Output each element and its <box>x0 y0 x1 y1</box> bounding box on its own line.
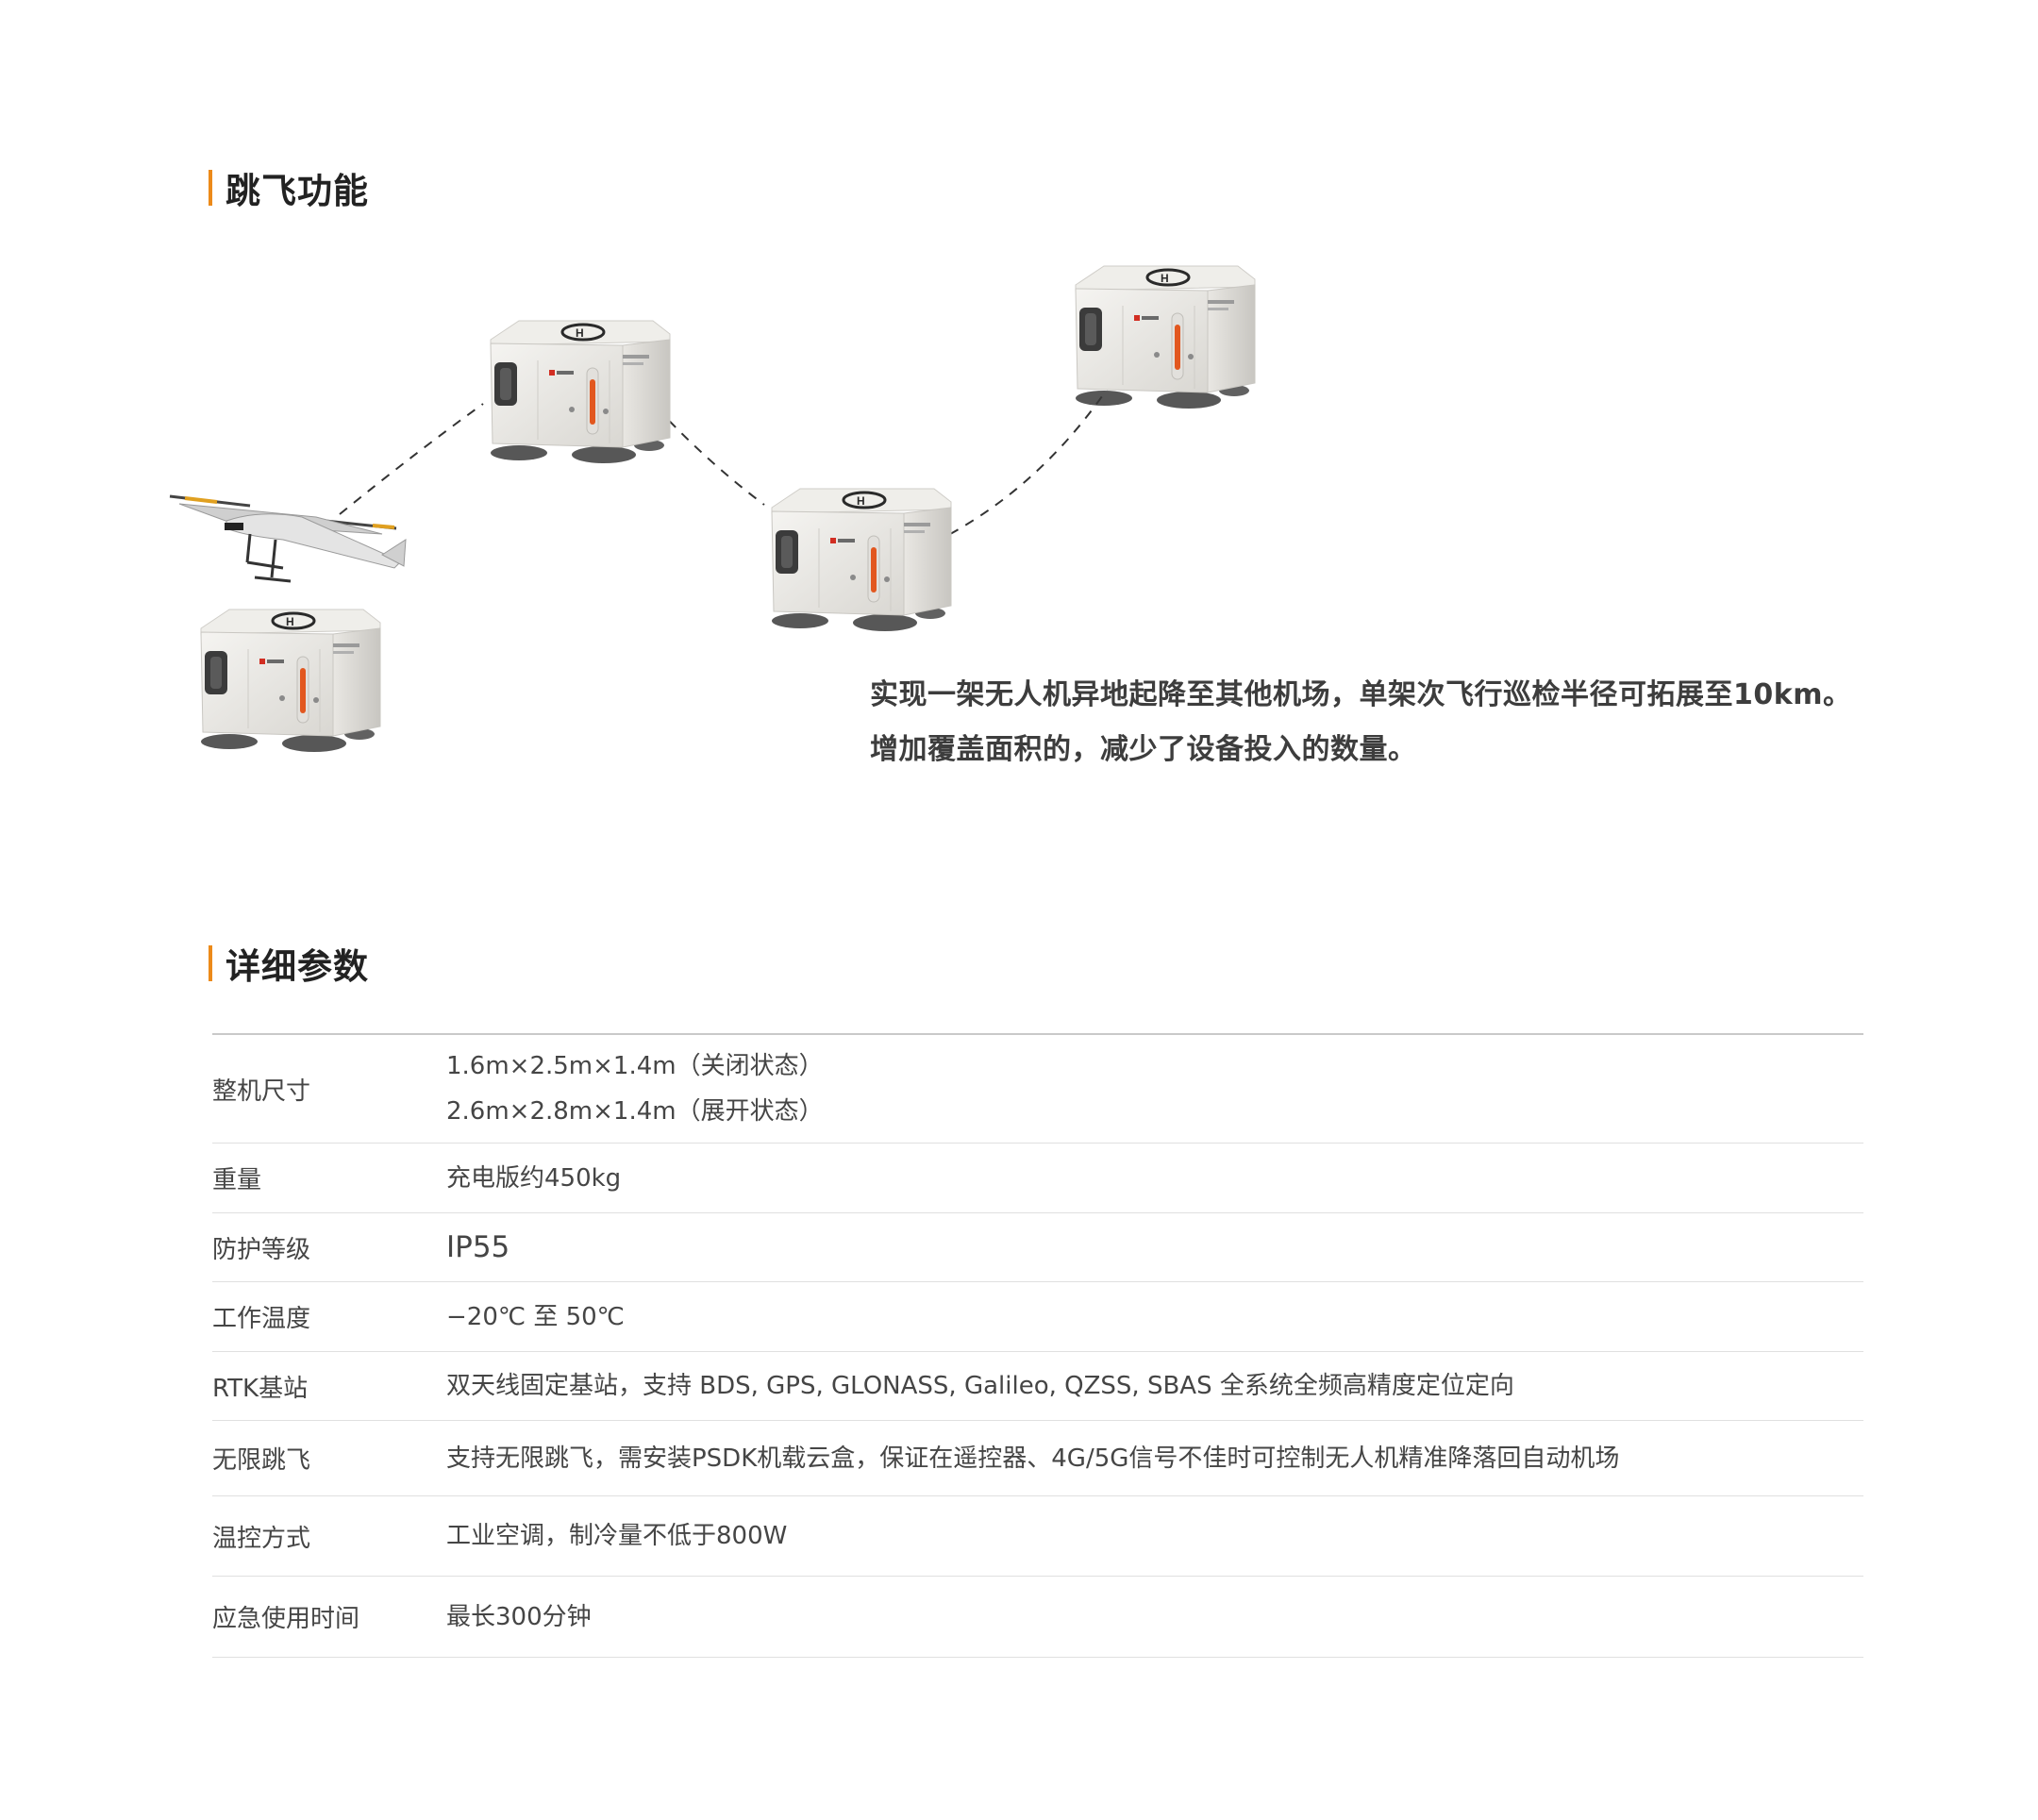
jump-description: 实现一架无人机异地起降至其他机场，单架次飞行巡检半径可拓展至10km。 增加覆盖… <box>870 668 1851 777</box>
drone-image <box>169 494 407 583</box>
spec-label: RTK基站 <box>212 1374 309 1403</box>
spec-value: 1.6m×2.5m×1.4m（关闭状态） 2.6m×2.8m×1.4m（展开状态… <box>446 1044 824 1134</box>
table-row: 工作温度 −20℃ 至 50℃ <box>212 1282 1863 1352</box>
spec-label: 重量 <box>212 1166 262 1194</box>
spec-value: 支持无限跳飞，需安装PSDK机载云盒，保证在遥控器、4G/5G信号不佳时可控制无… <box>446 1444 1620 1473</box>
spec-label: 温控方式 <box>212 1524 311 1553</box>
spec-label: 工作温度 <box>212 1305 311 1333</box>
table-row: 整机尺寸 1.6m×2.5m×1.4m（关闭状态） 2.6m×2.8m×1.4m… <box>212 1035 1863 1144</box>
table-row: RTK基站 双天线固定基站，支持 BDS, GPS, GLONASS, Gali… <box>212 1352 1863 1421</box>
table-row: 应急使用时间 最长300分钟 <box>212 1577 1863 1658</box>
table-row: 重量 充电版约450kg <box>212 1144 1863 1213</box>
title-accent-bar <box>209 170 212 206</box>
section-title-jump: 跳飞功能 <box>209 164 369 211</box>
spec-label: 整机尺寸 <box>212 1077 311 1106</box>
description-line-2: 增加覆盖面积的，减少了设备投入的数量。 <box>870 733 1417 766</box>
jump-flight-illustration: H <box>0 0 2038 849</box>
table-row: 温控方式 工业空调，制冷量不低于800W <box>212 1496 1863 1577</box>
dock-1 <box>199 608 382 754</box>
spec-label: 无限跳飞 <box>212 1446 311 1475</box>
dock-3 <box>770 487 953 633</box>
spec-value-line: 2.6m×2.8m×1.4m（展开状态） <box>446 1097 824 1126</box>
table-row: 无限跳飞 支持无限跳飞，需安装PSDK机载云盒，保证在遥控器、4G/5G信号不佳… <box>212 1421 1863 1496</box>
spec-value: −20℃ 至 50℃ <box>446 1302 625 1331</box>
title-accent-bar <box>209 945 212 981</box>
dock-2 <box>489 319 672 465</box>
spec-value: 工业空调，制冷量不低于800W <box>446 1522 788 1550</box>
spec-value: IP55 <box>446 1230 510 1264</box>
spec-value-line: 1.6m×2.5m×1.4m（关闭状态） <box>446 1052 824 1080</box>
spec-label: 防护等级 <box>212 1235 311 1264</box>
spec-value: 最长300分钟 <box>446 1602 592 1631</box>
section-title-text: 详细参数 <box>226 946 369 987</box>
dock-4 <box>1074 264 1257 410</box>
section-title-text: 跳飞功能 <box>226 171 369 211</box>
table-row: 防护等级 IP55 <box>212 1213 1863 1282</box>
spec-label: 应急使用时间 <box>212 1605 360 1633</box>
spec-value: 双天线固定基站，支持 BDS, GPS, GLONASS, Galileo, Q… <box>446 1372 1514 1400</box>
section-title-params: 详细参数 <box>209 940 369 987</box>
spec-table: 整机尺寸 1.6m×2.5m×1.4m（关闭状态） 2.6m×2.8m×1.4m… <box>212 1033 1863 1658</box>
description-line-1: 实现一架无人机异地起降至其他机场，单架次飞行巡检半径可拓展至10km。 <box>870 678 1852 711</box>
spec-value: 充电版约450kg <box>446 1163 622 1193</box>
